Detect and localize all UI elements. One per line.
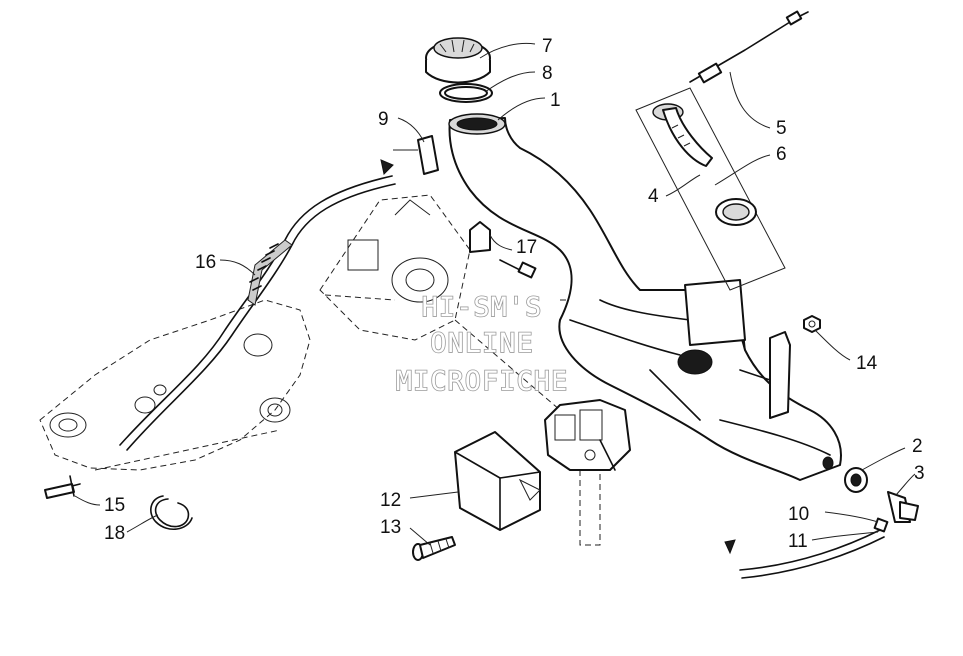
clip-15 xyxy=(44,475,81,499)
fuel-tank-1 xyxy=(448,113,842,481)
callout-12: 12 xyxy=(380,490,401,511)
callout-3: 3 xyxy=(914,463,925,484)
clip-17 xyxy=(469,221,537,279)
callout-11: 11 xyxy=(788,531,808,552)
nut-14 xyxy=(803,315,821,333)
callout-7: 7 xyxy=(542,36,553,57)
gas-cap-7 xyxy=(425,37,491,84)
callout-6: 6 xyxy=(776,144,787,165)
callout-17: 17 xyxy=(516,237,537,258)
watermark: HI-SM'S ONLINE MICROFICHE xyxy=(395,291,569,398)
petcock-12 xyxy=(454,431,541,531)
callout-16: 16 xyxy=(195,252,216,273)
callout-13: 13 xyxy=(380,517,401,538)
callout-8: 8 xyxy=(542,63,553,84)
fuel-gauge-assembly-4 xyxy=(635,87,786,291)
grommet-2 xyxy=(844,467,868,493)
clamp-10 xyxy=(873,517,889,533)
screw-13 xyxy=(412,536,456,561)
watermark-line-1: HI-SM'S xyxy=(422,292,543,323)
vent-hose-11 xyxy=(724,529,885,579)
leader-lines xyxy=(74,42,916,546)
gasket-8 xyxy=(439,83,493,103)
sender-wire-5 xyxy=(689,10,809,84)
watermark-line-3: MICROFICHE xyxy=(396,366,569,397)
callout-2: 2 xyxy=(912,436,923,457)
callout-18: 18 xyxy=(104,523,125,544)
callout-4: 4 xyxy=(648,186,659,207)
fuel-hose-16 xyxy=(119,159,396,451)
callout-5: 5 xyxy=(776,118,787,139)
clamp-18 xyxy=(150,495,193,530)
fitting-3 xyxy=(887,491,919,523)
callout-10: 10 xyxy=(788,504,809,525)
callout-9: 9 xyxy=(378,109,389,130)
mounting-bracket xyxy=(739,331,791,419)
fuel-pump-body xyxy=(544,399,631,471)
callout-labels: 7 8 1 9 5 6 4 17 16 14 2 3 12 15 10 13 1… xyxy=(104,36,925,552)
callout-15: 15 xyxy=(104,495,125,516)
strap-9 xyxy=(417,135,439,175)
callout-14: 14 xyxy=(856,353,878,374)
callout-1: 1 xyxy=(550,90,561,111)
engine-frame-outline xyxy=(39,194,620,546)
watermark-line-2: ONLINE xyxy=(430,328,534,359)
